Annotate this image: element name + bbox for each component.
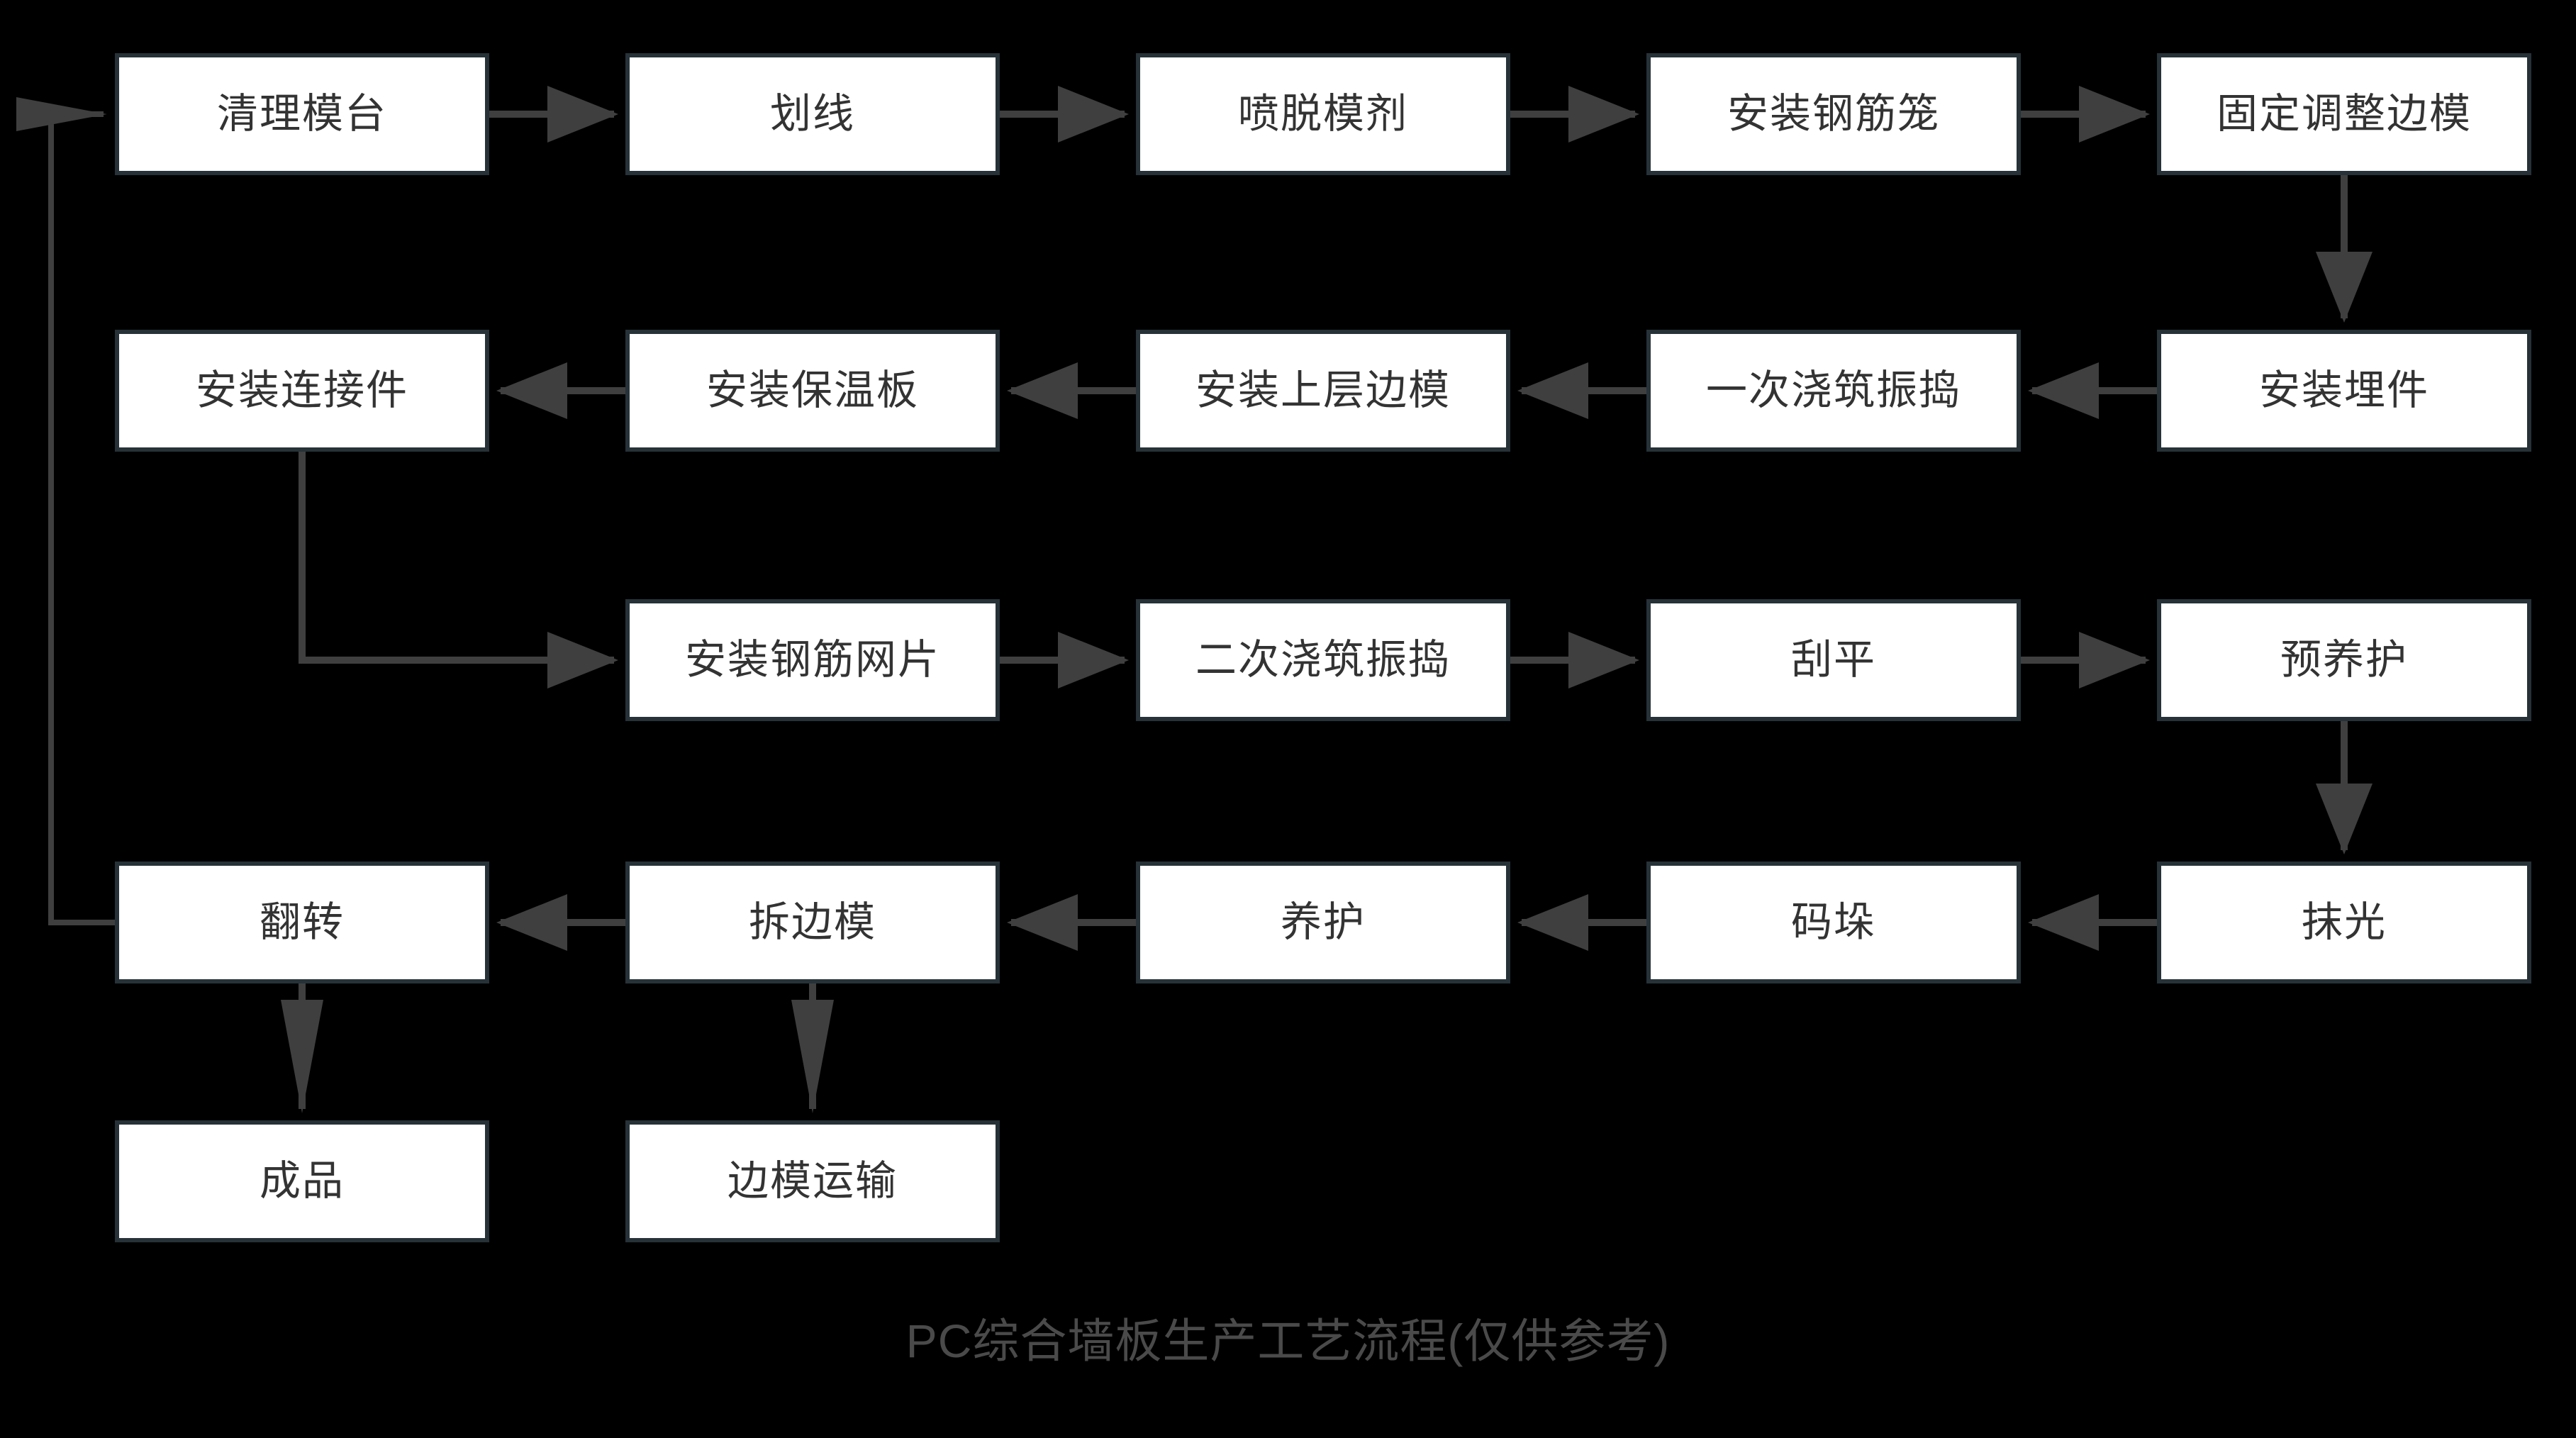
node-label: 边模运输 <box>727 1158 898 1205</box>
node-label: 翻转 <box>259 899 345 946</box>
node-install-rebar-cage[interactable]: 安装钢筋笼 <box>1646 53 2021 175</box>
node-label: 抹光 <box>2301 899 2387 946</box>
node-second-pour-vibrate[interactable]: 二次浇筑振捣 <box>1136 599 1510 721</box>
node-label: 成品 <box>259 1158 345 1205</box>
node-fix-adjust-side-mold[interactable]: 固定调整边模 <box>2157 53 2531 175</box>
node-install-rebar-mesh[interactable]: 安装钢筋网片 <box>625 599 1000 721</box>
node-label: 划线 <box>769 91 855 138</box>
node-label: 养护 <box>1280 899 1366 946</box>
node-install-insulation[interactable]: 安装保温板 <box>625 330 1000 452</box>
node-label: 码垛 <box>1790 899 1876 946</box>
node-label: 安装上层边模 <box>1195 367 1451 414</box>
node-label: 安装埋件 <box>2258 367 2429 414</box>
node-label: 拆边模 <box>748 899 876 946</box>
node-label: 安装连接件 <box>195 367 408 414</box>
node-troweling[interactable]: 抹光 <box>2157 862 2531 983</box>
node-label: 清理模台 <box>216 91 387 138</box>
node-label: 预养护 <box>2280 637 2408 684</box>
edge-flip-to-clean-loop <box>16 97 115 925</box>
node-finished-product[interactable]: 成品 <box>115 1120 489 1242</box>
node-screed-flat[interactable]: 刮平 <box>1646 599 2021 721</box>
edge-connectors-to-rebarmesh <box>299 452 619 689</box>
node-flip-over[interactable]: 翻转 <box>115 862 489 983</box>
node-spray-release-agent[interactable]: 喷脱模剂 <box>1136 53 1510 175</box>
node-label: 刮平 <box>1790 637 1876 684</box>
node-label: 安装钢筋笼 <box>1727 91 1940 138</box>
node-clean-mold-table[interactable]: 清理模台 <box>115 53 489 175</box>
diagram-caption: PC综合墙板生产工艺流程(仅供参考) <box>905 1315 1671 1367</box>
node-first-pour-vibrate[interactable]: 一次浇筑振捣 <box>1646 330 2021 452</box>
node-scribe-line[interactable]: 划线 <box>625 53 1000 175</box>
node-label: 一次浇筑振捣 <box>1705 367 1961 414</box>
node-install-connectors[interactable]: 安装连接件 <box>115 330 489 452</box>
node-label: 二次浇筑振捣 <box>1195 637 1451 684</box>
node-install-upper-side-mold[interactable]: 安装上层边模 <box>1136 330 1510 452</box>
node-label: 安装保温板 <box>706 367 919 414</box>
node-pre-curing[interactable]: 预养护 <box>2157 599 2531 721</box>
node-curing[interactable]: 养护 <box>1136 862 1510 983</box>
node-side-mold-transport[interactable]: 边模运输 <box>625 1120 1000 1242</box>
node-label: 固定调整边模 <box>2216 91 2472 138</box>
node-remove-side-mold[interactable]: 拆边模 <box>625 862 1000 983</box>
node-label: 喷脱模剂 <box>1237 91 1408 138</box>
node-install-embedded-parts[interactable]: 安装埋件 <box>2157 330 2531 452</box>
node-stacking[interactable]: 码垛 <box>1646 862 2021 983</box>
node-label: 安装钢筋网片 <box>684 637 940 684</box>
